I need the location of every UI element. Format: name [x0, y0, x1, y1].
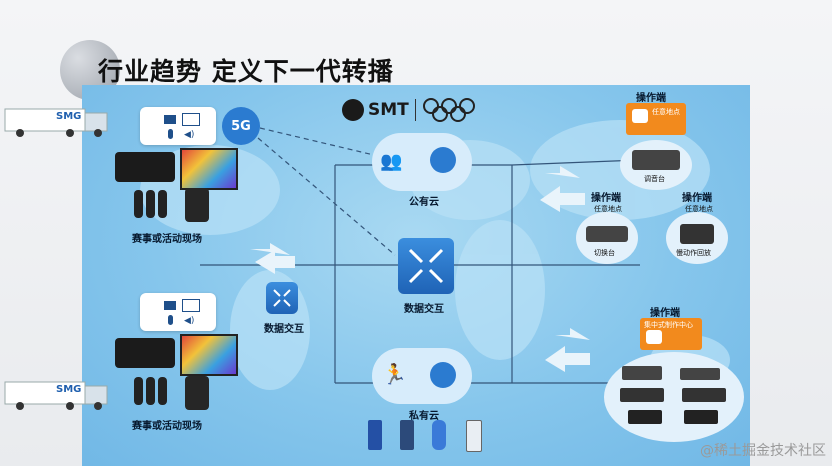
- operator-midright-sub: 任意地点: [685, 205, 713, 213]
- cots-server-icon: [466, 420, 482, 452]
- microphone-icon: [168, 315, 173, 325]
- public-cloud-icon: 👥: [372, 133, 472, 191]
- mixing-console-circle: 调音台: [620, 140, 692, 190]
- operator-top-sub: 任意地点: [652, 108, 680, 116]
- operator-bottom-title: 操作端: [650, 308, 680, 319]
- operator-midleft-title: 操作端: [591, 193, 621, 204]
- camera-icon: [164, 301, 176, 310]
- event-site-top-label: 赛事或活动现场: [132, 234, 202, 245]
- gear-icon: [430, 147, 456, 173]
- device-card-bottom: ◀): [140, 293, 216, 331]
- video-monitor-icon: [180, 334, 238, 376]
- data-exchange-left-label: 数据交互: [264, 324, 304, 335]
- page-title: 行业趋势 定义下一代转播: [98, 57, 394, 86]
- event-site-bottom-label: 赛事或活动现场: [132, 421, 202, 432]
- studio-speaker-icon: [185, 376, 209, 410]
- badge-5g: 5G: [222, 107, 260, 145]
- video-monitor-icon: [180, 148, 238, 190]
- olympic-rings-icon: [422, 98, 475, 122]
- speaker-icon: ◀): [184, 130, 195, 140]
- production-center-circle: [604, 352, 744, 442]
- person-icon: [632, 109, 648, 123]
- monitor-icon: [182, 113, 200, 126]
- data-exchange-center-label: 数据交互: [404, 304, 444, 315]
- mixing-console-icon: [632, 150, 680, 170]
- monitor-icon: [182, 299, 200, 312]
- operator-midleft-sub: 任意地点: [594, 205, 622, 213]
- operator-top-title: 操作端: [636, 93, 666, 104]
- video-camera-icon: [115, 338, 175, 368]
- operator-bottom-badge: 集中式制作中心: [640, 318, 702, 350]
- replay-controller-icon: [628, 410, 662, 424]
- operator-top-badge: 任意地点: [626, 103, 686, 135]
- handheld-mics-icon: [132, 377, 170, 407]
- truck-bottom-label: SMG: [56, 384, 82, 395]
- private-cloud-icon: 🏃: [372, 348, 472, 404]
- device-card-top: ◀): [140, 107, 216, 145]
- private-cloud-label: 私有云: [409, 411, 439, 422]
- operator-midright-caption: 慢动作回放: [676, 249, 711, 257]
- microphone-icon: [168, 129, 173, 139]
- replay-circle: 慢动作回放: [666, 212, 728, 264]
- replay-controller-icon: [684, 410, 718, 424]
- watermark: @稀土掘金技术社区: [700, 443, 826, 459]
- broadcast-truck-top: [4, 108, 108, 137]
- runner-icon: 🏃: [382, 362, 407, 386]
- operator-top-caption: 调音台: [644, 175, 665, 183]
- handheld-mics-icon: [132, 190, 170, 220]
- mixer-icon: [682, 388, 726, 402]
- brand-logo: SMT: [342, 97, 478, 123]
- server-icon: [400, 420, 414, 450]
- operator-bottom-sub: 集中式制作中心: [644, 321, 693, 329]
- broadcast-truck-bottom: [4, 381, 108, 410]
- smt-logo-text: SMT: [368, 100, 409, 120]
- public-cloud-label: 公有云: [409, 197, 439, 208]
- video-camera-icon: [115, 152, 175, 182]
- operator-midright-title: 操作端: [682, 193, 712, 204]
- person-icon: [646, 330, 662, 344]
- people-icon: 👥: [380, 151, 403, 172]
- console-icon: [680, 368, 720, 380]
- data-exchange-left-icon: [266, 282, 298, 314]
- switcher-icon: [586, 226, 628, 242]
- replay-controller-icon: [680, 224, 714, 244]
- truck-top-label: SMG: [56, 111, 82, 122]
- operator-midleft-caption: 切换台: [594, 249, 615, 257]
- console-icon: [622, 366, 662, 380]
- switcher-circle: 切换台: [576, 212, 638, 264]
- storage-icon: [432, 420, 446, 450]
- gear-icon: [430, 362, 456, 388]
- data-exchange-center-icon: [398, 238, 454, 294]
- switcher-icon: [620, 388, 664, 402]
- server-icon: [368, 420, 382, 450]
- speaker-icon: ◀): [184, 316, 195, 326]
- studio-speaker-icon: [185, 188, 209, 222]
- smt-emblem-icon: [342, 99, 364, 121]
- camera-icon: [164, 115, 176, 124]
